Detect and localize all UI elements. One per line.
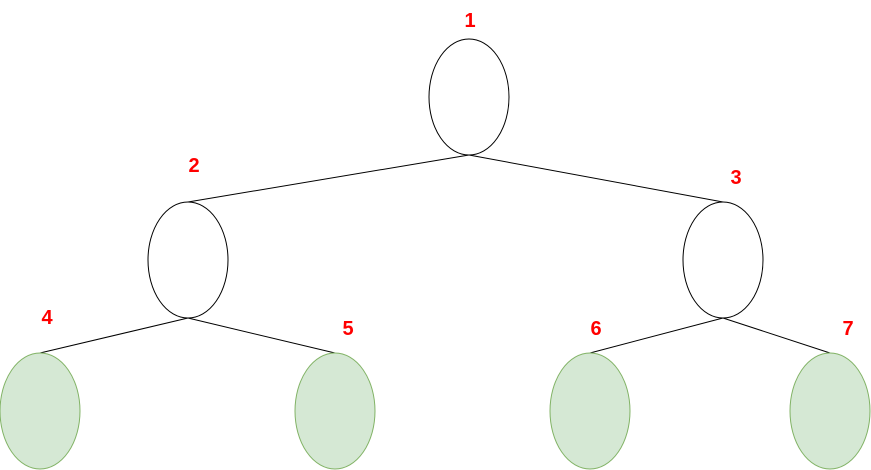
edges-layer (39, 154, 831, 354)
tree-node-1 (428, 38, 510, 156)
tree-node-2 (147, 201, 229, 319)
leaf-node-7 (789, 352, 871, 470)
tree-node-3 (682, 201, 764, 319)
leaf-node-5 (294, 352, 376, 470)
edge-2-4 (39, 317, 189, 354)
labels-layer: 1 2 3 4 5 6 7 (41, 10, 853, 340)
nodes-layer (0, 38, 871, 470)
edge-2-5 (187, 317, 336, 354)
node-label-7: 7 (842, 318, 853, 340)
edge-3-7 (722, 317, 831, 354)
node-label-2: 2 (188, 155, 199, 177)
leaf-node-6 (549, 352, 631, 470)
node-label-5: 5 (342, 318, 353, 340)
node-label-1: 1 (464, 10, 475, 32)
edge-1-2 (187, 154, 470, 203)
node-label-6: 6 (590, 318, 601, 340)
node-label-3: 3 (730, 167, 741, 189)
edge-1-3 (468, 154, 724, 203)
edge-3-6 (589, 317, 724, 354)
node-label-4: 4 (41, 307, 53, 329)
leaf-node-4 (0, 352, 81, 470)
